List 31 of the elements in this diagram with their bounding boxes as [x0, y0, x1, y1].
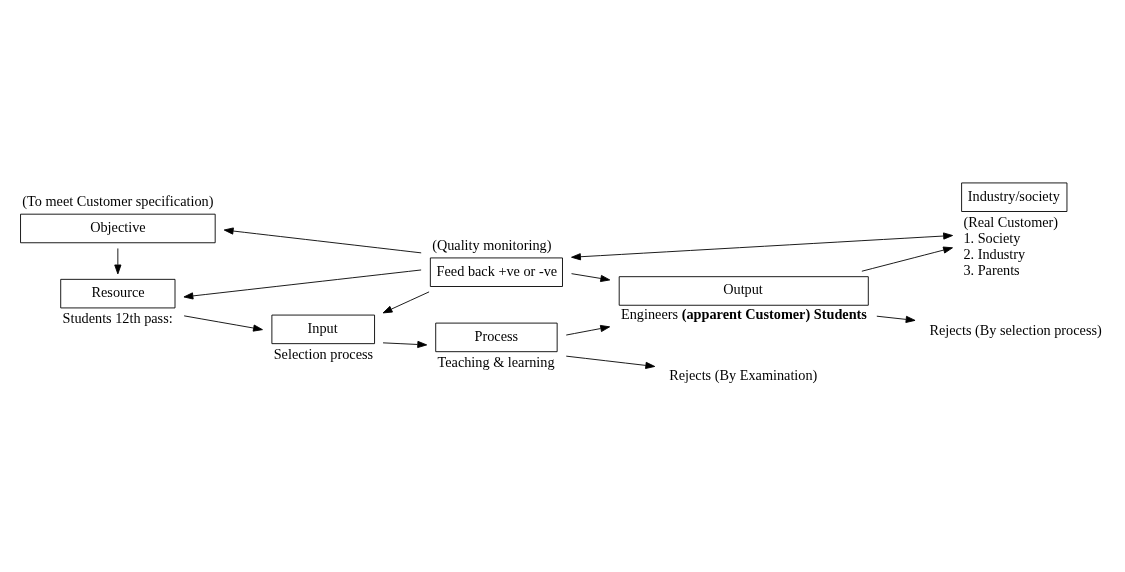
node-label: 1. Society [963, 229, 1021, 246]
arrow [571, 272, 611, 282]
node-label: 2. Industry [963, 245, 1026, 262]
arrow [382, 340, 428, 348]
node-label: (Real Customer) [963, 213, 1059, 229]
node-label: Selection process [273, 345, 374, 362]
node-text: Rejects (By Examination) [669, 366, 818, 383]
arrow [382, 290, 430, 313]
node-box: Industry/society [961, 182, 1068, 212]
arrow [565, 324, 611, 335]
node-box: Output [618, 275, 869, 306]
node-text: Rejects (By selection process) [929, 321, 1102, 338]
node-box: Process [435, 322, 558, 352]
arrow [223, 226, 422, 253]
node-label: Teaching & learning [437, 353, 555, 370]
arrow [183, 314, 263, 332]
arrow [565, 355, 656, 369]
arrow [114, 247, 122, 274]
node-label: Students 12th pass: [62, 309, 173, 326]
node-box: Input [271, 314, 375, 344]
node-box: Objective [20, 213, 216, 243]
node-label: (To meet Customer specification) [22, 192, 214, 209]
arrow [571, 231, 953, 260]
arrow [183, 269, 422, 299]
node-box: Resource [60, 278, 176, 308]
arrow [876, 315, 916, 323]
node-label: Engineers (apparent Customer) Students [620, 305, 867, 322]
node-box: Feed back +ve or -ve [429, 257, 563, 287]
node-label: 3. Parents [963, 261, 1020, 278]
node-label: (Quality monitoring) [432, 236, 552, 253]
arrow [861, 246, 953, 272]
